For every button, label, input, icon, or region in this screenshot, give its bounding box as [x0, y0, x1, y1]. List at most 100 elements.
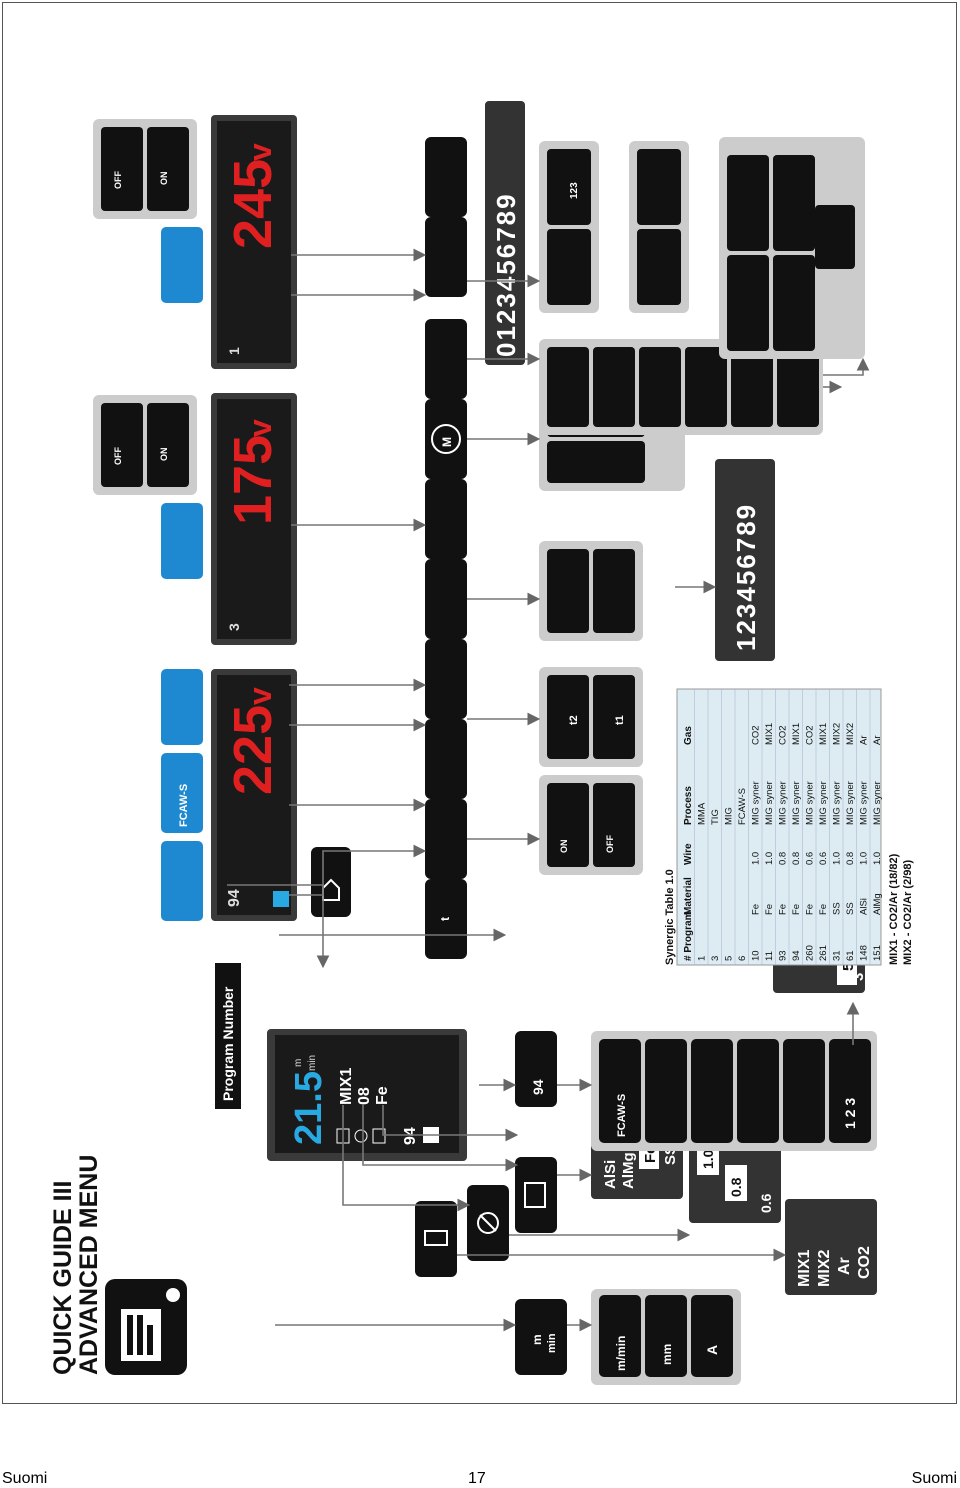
mode-button[interactable] — [311, 847, 351, 917]
wrench-button[interactable] — [425, 319, 467, 399]
tig-switch-on[interactable]: ON — [159, 172, 169, 186]
double-time-button[interactable] — [425, 639, 467, 719]
synergic-cell: SS — [832, 902, 843, 915]
synergic-cell: 261 — [818, 945, 829, 961]
mma-switch-off[interactable]: OFF — [113, 447, 123, 465]
gas-option-co2[interactable]: CO2 — [856, 1246, 873, 1279]
spot-time-button[interactable] — [425, 879, 467, 959]
connector-arrows — [227, 248, 870, 1332]
synergic-cell: 0.8 — [778, 852, 789, 865]
tig-slope-down-button[interactable] — [425, 137, 467, 217]
mma-display-program: 3 — [226, 623, 242, 631]
program-list-3[interactable]: 3 — [850, 973, 867, 981]
trigger-off[interactable]: OFF — [605, 835, 615, 853]
mma-display: 175 v 3 — [211, 393, 297, 645]
synergic-cell: 0.6 — [805, 852, 816, 865]
synergic-cell: TIG — [710, 809, 721, 825]
synergic-cell: 5 — [724, 956, 735, 961]
keypad-2-digits[interactable]: 123456789 — [731, 503, 761, 651]
user-submenu — [719, 137, 865, 359]
title-block: QUICK GUIDE III ADVANCED MENU — [49, 1155, 187, 1375]
slope-button[interactable] — [425, 559, 467, 639]
gas-test-button[interactable] — [425, 799, 467, 879]
process-program-button[interactable]: 94 — [515, 1031, 557, 1107]
slope-submenu — [539, 541, 643, 641]
synergic-cell: Ar — [859, 736, 870, 746]
synergic-cell: MIG syner — [872, 781, 883, 825]
synergic-cell: SS — [845, 902, 856, 915]
synergic-cell: AlSi — [859, 898, 870, 915]
process-fcaw-s[interactable]: FCAW-S — [616, 1094, 628, 1137]
synergic-cell: 10 — [751, 950, 762, 961]
quick-guide-diagram: QUICK GUIDE III ADVANCED MENU 21.5 m min… — [49, 101, 914, 1385]
keypad-1-digits[interactable]: 0123456789 — [491, 192, 521, 357]
wire-option-10[interactable]: 1.0 — [700, 1149, 716, 1169]
material-option-almg[interactable]: AlMg — [620, 1152, 637, 1189]
tig-display-value: 245 — [223, 159, 283, 249]
synergic-cell: MIG — [724, 807, 735, 825]
trigger-on[interactable]: ON — [559, 840, 569, 854]
synergic-header: Process — [683, 786, 694, 825]
mma-display-unit: v — [242, 419, 278, 437]
unit-option-mm[interactable]: mm — [660, 1344, 674, 1365]
synergic-cell: MIG syner — [791, 781, 802, 825]
synergic-cell: MIG syner — [845, 781, 856, 825]
wire-speed-unit-top: m — [293, 1059, 304, 1067]
synergic-cell: MIX2 — [832, 723, 843, 745]
double-time-t2[interactable]: t2 — [568, 715, 580, 725]
synergic-cell: MIG syner — [805, 781, 816, 825]
synergic-cell: 1.0 — [859, 852, 870, 865]
footer-language-left: Suomi — [2, 1470, 48, 1487]
double-time-submenu: t2 t1 — [539, 667, 643, 767]
trigger-mode-button[interactable] — [425, 719, 467, 799]
synergic-cell: MIG syner — [832, 781, 843, 825]
mma-switch-panel: OFF ON — [93, 395, 197, 495]
svg-text:m: m — [530, 1334, 544, 1345]
gas-option-mix2[interactable]: MIX2 — [816, 1250, 833, 1287]
synergic-cell: MIX1 — [764, 723, 775, 745]
gas-option-ar[interactable]: Ar — [836, 1257, 853, 1275]
program-steps-glyph[interactable]: 1 2 3 — [842, 1098, 858, 1129]
synergic-cell: AlMg — [872, 893, 883, 915]
material-button[interactable] — [515, 1157, 557, 1233]
tig-switch-off[interactable]: OFF — [113, 171, 123, 189]
double-time-t1[interactable]: t1 — [614, 715, 626, 725]
synergic-cell: 0.8 — [791, 852, 802, 865]
wire-option-08[interactable]: 0.8 — [728, 1177, 744, 1197]
unit-button[interactable]: m min — [515, 1299, 567, 1375]
inductance-button[interactable] — [425, 479, 467, 559]
keypad-1: 0123456789 — [485, 101, 525, 365]
synergic-cell: CO2 — [751, 725, 762, 745]
synergic-cell: 94 — [791, 950, 802, 961]
wire-diameter-button[interactable] — [467, 1185, 509, 1261]
program-list-5[interactable]: 5 — [840, 963, 857, 971]
material-option-alsi[interactable]: AlSi — [602, 1160, 619, 1189]
tig-display-unit: v — [242, 143, 278, 161]
synergic-header: Material — [683, 877, 694, 915]
wire-speed-material: Fe — [374, 1086, 391, 1105]
footer-page-number: 17 — [468, 1470, 486, 1487]
svg-text:t: t — [438, 917, 452, 921]
synergic-cell: 93 — [778, 950, 789, 961]
tig-display: 245 v 1 — [211, 115, 297, 369]
synergic-cell: MMA — [697, 802, 708, 825]
mma-switch-on[interactable]: ON — [159, 448, 169, 462]
synergic-cell: Fe — [751, 904, 762, 915]
synergic-cell: 151 — [872, 945, 883, 961]
main-display-unit: v — [242, 687, 278, 705]
unit-option-mmin[interactable]: m/min — [614, 1336, 628, 1371]
gas-button[interactable] — [415, 1201, 457, 1277]
synergic-cell: Fe — [818, 904, 829, 915]
synergic-cell: 1.0 — [832, 852, 843, 865]
motor-button[interactable] — [425, 399, 467, 479]
wire-option-06[interactable]: 0.6 — [758, 1193, 774, 1213]
unit-option-a[interactable]: A — [704, 1345, 720, 1355]
tig-slope-up-button[interactable] — [425, 217, 467, 297]
synergic-cell: Ar — [872, 736, 883, 746]
mma-display-value: 175 — [223, 435, 283, 525]
process-tag-fcaw-s: FCAW-S — [178, 784, 190, 827]
synergic-cell: MIX1 — [791, 723, 802, 745]
synergic-cell: Fe — [778, 904, 789, 915]
wire-speed-program: 94 — [402, 1127, 419, 1145]
gas-option-mix1[interactable]: MIX1 — [796, 1250, 813, 1287]
